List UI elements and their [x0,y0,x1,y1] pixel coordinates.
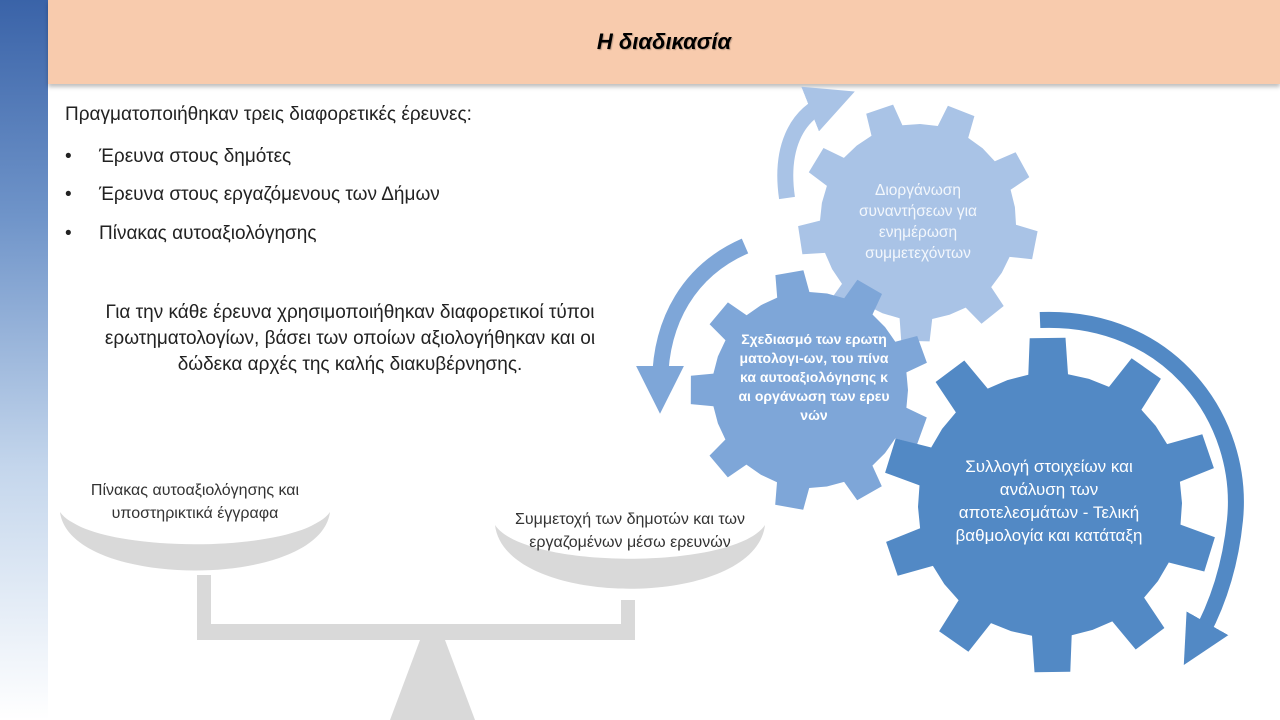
balance-scale [60,512,765,720]
bullet-text: Πίνακας αυτοαξιολόγησης [99,223,317,244]
cycle-arrow-left [636,238,749,414]
gear-3-icon [885,337,1215,673]
scale-left-post [197,575,211,630]
slide-title: Η διαδικασία [596,29,732,54]
left-pan-label: Πίνακας αυτοαξιολόγησης και υποστηρικτικ… [90,482,300,522]
scale-left-pan-bowl [60,512,330,571]
bullet-dot-icon: • [65,184,72,205]
bullet-text: Έρευνα στους δημότες [99,146,292,167]
bullet-dot-icon: • [65,146,72,167]
gear-label-2: Σχεδιασμό των ερωτηματολογι-ων, του πίνα… [738,331,890,423]
cycle-arrow-right [1039,311,1244,666]
gear-label-1: Διοργάνωση συναντήσεων για ενημέρωση συμ… [858,182,978,262]
gear-label-3: Συλλογή στοιχείων και ανάλυση των αποτελ… [955,457,1143,545]
bullet-dot-icon: • [65,223,72,244]
bullet-text: Έρευνα στους εργαζόμενους των Δήμων [99,184,440,205]
bullet-item: • Έρευνα στους δημότες [65,146,291,168]
scale-beam [197,624,635,640]
intro-text: Πραγματοποιήθηκαν τρεις διαφορετικές έρε… [65,104,472,125]
description-paragraph: Για την κάθε έρευνα χρησιμοποιήθηκαν δια… [104,302,596,375]
scale-right-pan-bowl [495,525,765,589]
scale-base [390,640,475,720]
scale-right-post [621,600,635,630]
gear-2-icon [690,270,927,510]
title-bar: Η διαδικασία [48,0,1280,84]
bullet-item: • Έρευνα στους εργαζόμενους των Δήμων [65,184,440,206]
cycle-arrow-top [777,86,855,200]
left-gradient-strip [0,0,48,720]
bullet-item: • Πίνακας αυτοαξιολόγησης [65,223,317,245]
right-pan-label: Συμμετοχή των δημοτών και των εργαζομένω… [515,511,745,551]
